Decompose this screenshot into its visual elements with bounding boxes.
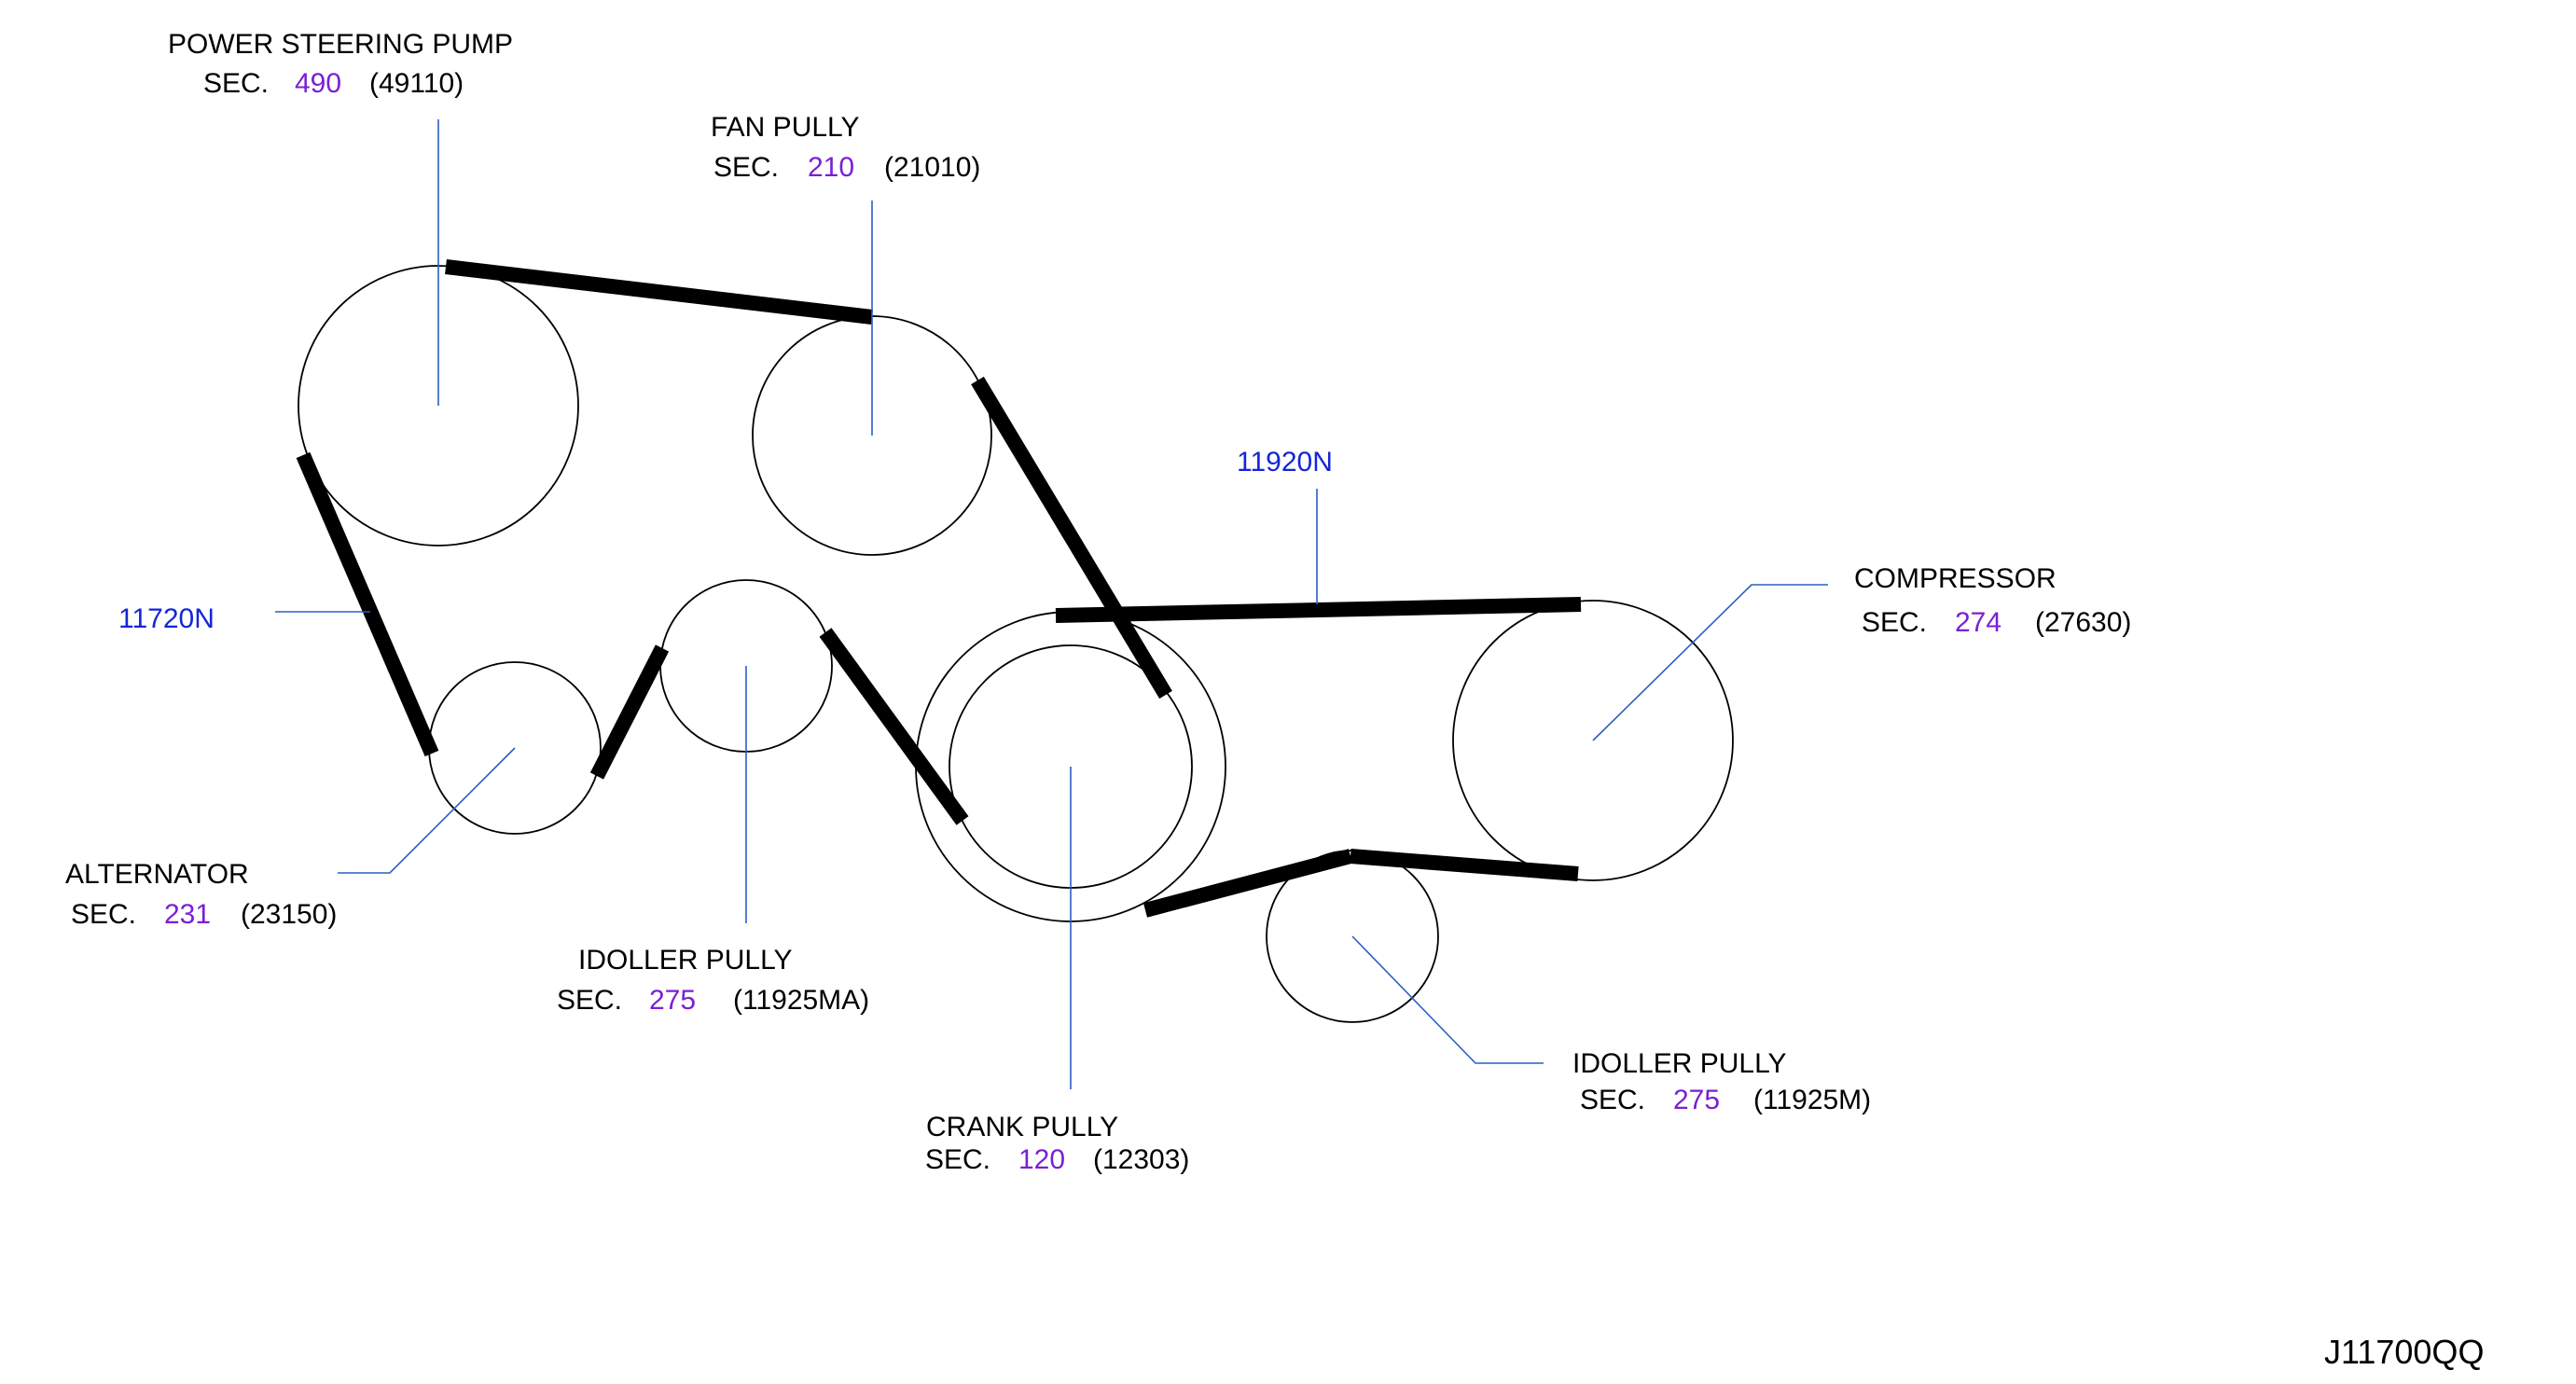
label-fan-pully: FAN PULLY SEC. 210 (21010) (711, 112, 980, 183)
sec-number: 231 (164, 899, 211, 930)
part-code: (21010) (884, 152, 980, 183)
label-idoller-pully-lower: IDOLLER PULLY SEC. 275 (11925M) (1572, 1048, 1871, 1115)
label-idoller-pully-upper: IDOLLER PULLY SEC. 275 (11925MA) (557, 945, 869, 1016)
label-compressor: COMPRESSOR SEC. 274 (27630) (1854, 563, 2131, 638)
component-name: FAN PULLY (711, 112, 860, 143)
component-name: CRANK PULLY (926, 1112, 1118, 1142)
component-name: IDOLLER PULLY (1572, 1048, 1787, 1079)
sec-prefix: SEC. (557, 985, 622, 1016)
label-crank-pully: CRANK PULLY SEC. 120 (12303) (925, 1112, 1189, 1175)
sec-prefix: SEC. (71, 899, 136, 930)
leader-compressor (1592, 584, 1828, 741)
sec-prefix: SEC. (713, 152, 779, 183)
component-name: ALTERNATOR (65, 859, 249, 890)
component-name: POWER STEERING PUMP (168, 29, 513, 60)
leader-idoller-pully-lower (1351, 935, 1544, 1064)
part-code: (27630) (2035, 607, 2131, 638)
part-code: (23150) (241, 899, 337, 930)
component-name: IDOLLER PULLY (578, 945, 793, 976)
leader-alternator (338, 747, 516, 874)
part-code: (12303) (1093, 1144, 1189, 1175)
part-code: (49110) (369, 68, 464, 99)
compressor-pulley (1452, 600, 1734, 881)
sec-number: 120 (1018, 1144, 1065, 1175)
part-code: (11925MA) (733, 985, 869, 1016)
sec-number: 490 (295, 68, 341, 99)
sec-number: 274 (1955, 607, 2001, 638)
belt-label-11920n: 11920N (1237, 447, 1333, 477)
sec-prefix: SEC. (1862, 607, 1927, 638)
sec-prefix: SEC. (203, 68, 269, 99)
sec-prefix: SEC. (925, 1144, 990, 1175)
sec-number: 275 (1673, 1085, 1720, 1115)
part-code: (11925M) (1753, 1085, 1871, 1115)
sec-prefix: SEC. (1580, 1085, 1645, 1115)
label-alternator: ALTERNATOR SEC. 231 (23150) (65, 859, 337, 930)
component-name: COMPRESSOR (1854, 563, 2057, 594)
sec-number: 275 (649, 985, 696, 1016)
belt-11920n (1055, 597, 1582, 918)
belt-label-11720n: 11720N (118, 603, 215, 634)
diagram-code: J11700QQ (2324, 1333, 2484, 1371)
belt-11720n (296, 259, 1172, 825)
sec-number: 210 (808, 152, 854, 183)
label-power-steering-pump: POWER STEERING PUMP SEC. 490 (49110) (168, 29, 513, 99)
